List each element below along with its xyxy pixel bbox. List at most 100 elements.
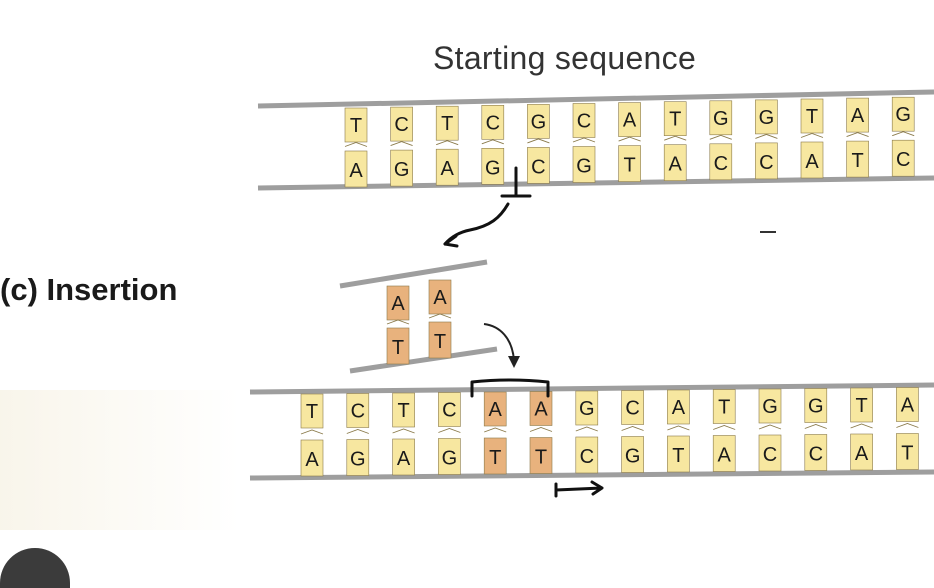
mutated-top-letter-13: A: [901, 395, 915, 417]
mutated-top-base-11: [804, 388, 828, 423]
fragment-pair-join-0: [386, 319, 410, 325]
mutated-top-letter-11: G: [808, 396, 824, 418]
frameshift-arrow: [554, 480, 604, 498]
start-top-base-2: [435, 105, 459, 141]
start-top-letter-12: G: [895, 104, 911, 126]
mutated-bottom-base-1: [346, 439, 370, 476]
fragment-pair-join-1: [428, 313, 452, 319]
mutated-bottom-letter-12: A: [855, 443, 869, 465]
start-top-letter-1: C: [394, 114, 408, 136]
start-top-letter-10: T: [806, 106, 818, 128]
mutated-top-base-9: [712, 389, 736, 424]
start-pair-join-4: [527, 138, 550, 144]
mutated-bottom-letter-3: G: [442, 448, 458, 470]
start-top-backbone: [257, 89, 934, 109]
start-bottom-letter-5: G: [576, 156, 592, 178]
start-top-letter-4: G: [531, 111, 547, 133]
start-bottom-base-4: [527, 147, 550, 184]
faded-background-text: [0, 390, 240, 530]
start-bottom-letter-9: C: [759, 152, 773, 174]
start-top-base-1: [390, 106, 413, 142]
start-top-base-4: [527, 104, 550, 139]
start-top-letter-11: A: [851, 105, 865, 127]
start-bottom-letter-6: T: [623, 155, 635, 177]
mutated-top-letter-4: A: [489, 399, 503, 421]
start-top-base-8: [709, 100, 733, 136]
start-top-base-9: [755, 99, 778, 135]
mutated-top-base-2: [392, 392, 415, 428]
start-bottom-base-0: [344, 150, 368, 188]
start-bottom-base-6: [618, 145, 641, 182]
mutated-top-base-13: [896, 387, 919, 422]
start-bottom-letter-7: A: [669, 154, 683, 176]
mutated-pair-join-7: [621, 426, 644, 431]
fragment-bottom-backbone: [349, 346, 498, 374]
mutated-pair-join-3: [438, 428, 461, 433]
start-bottom-base-9: [755, 142, 778, 180]
start-pair-join-0: [344, 142, 368, 147]
fragment-bottom-base-1: [428, 321, 452, 359]
start-pair-join-2: [436, 140, 459, 146]
start-bottom-base-2: [435, 148, 459, 186]
mutated-top-letter-7: C: [625, 398, 639, 420]
mutated-pair-join-9: [713, 425, 736, 430]
start-bottom-letter-10: A: [805, 151, 819, 173]
mutated-pair-join-5: [529, 427, 553, 432]
mutated-bottom-base-0: [300, 439, 324, 477]
start-bottom-base-1: [390, 149, 413, 187]
start-top-letter-7: T: [669, 109, 681, 131]
mutated-bottom-letter-9: A: [718, 445, 732, 467]
mutated-bottom-letter-2: A: [397, 448, 411, 470]
mutated-top-base-4: [483, 391, 507, 427]
start-bottom-letter-2: A: [441, 158, 455, 180]
fragment-top-backbone: [339, 259, 488, 289]
start-bottom-letter-12: C: [896, 149, 910, 171]
start-top-base-7: [663, 101, 687, 136]
insertion-point-mark: [500, 166, 532, 198]
mutated-bottom-base-2: [392, 438, 415, 476]
mutated-top-base-10: [758, 388, 782, 424]
start-top-base-6: [618, 102, 641, 137]
start-top-base-3: [481, 105, 505, 140]
mutated-pair-join-8: [667, 425, 690, 431]
mutated-bottom-letter-5: T: [535, 447, 547, 469]
mutated-top-letter-2: T: [397, 400, 409, 422]
mutated-bottom-letter-7: G: [625, 446, 641, 468]
mutated-bottom-letter-11: C: [809, 444, 823, 466]
start-bottom-letter-0: A: [349, 160, 363, 182]
insertion-bracket: [470, 378, 550, 398]
mutated-top-base-6: [575, 390, 599, 426]
mutated-pair-join-10: [758, 424, 782, 430]
start-pair-join-5: [572, 137, 596, 143]
mutated-pair-join-0: [300, 429, 324, 435]
mutated-bottom-base-10: [758, 434, 782, 472]
mutated-bottom-base-12: [850, 433, 873, 471]
mutated-top-letter-3: C: [442, 400, 456, 422]
start-pair-join-11: [846, 132, 869, 138]
mutated-bottom-letter-13: T: [901, 443, 913, 465]
mutated-bottom-base-13: [896, 433, 919, 470]
start-bottom-letter-4: C: [531, 156, 545, 178]
mutated-top-base-3: [438, 392, 461, 427]
starting-sequence-title: Starting sequence: [433, 40, 697, 76]
start-bottom-letter-8: C: [714, 153, 728, 175]
fragment-top-letter-1: A: [433, 287, 447, 309]
start-bottom-letter-11: T: [851, 150, 863, 172]
start-bottom-letter-1: G: [394, 159, 410, 181]
mutated-bottom-letter-4: T: [489, 447, 501, 469]
start-top-letter-3: C: [486, 112, 500, 134]
mutated-pair-join-11: [804, 424, 827, 429]
start-top-letter-9: G: [759, 107, 775, 129]
start-top-base-0: [344, 107, 368, 143]
start-bottom-base-5: [572, 146, 596, 183]
start-bottom-letter-3: G: [485, 157, 501, 179]
mutated-top-base-5: [529, 391, 553, 426]
start-bottom-base-12: [891, 139, 915, 177]
mutated-top-base-8: [667, 389, 690, 425]
mutated-bottom-base-5: [529, 437, 553, 474]
mutated-bottom-backbone: [249, 469, 934, 481]
mutated-bottom-letter-1: G: [350, 449, 366, 471]
start-top-base-11: [846, 97, 869, 133]
mutated-top-letter-9: T: [718, 397, 730, 419]
